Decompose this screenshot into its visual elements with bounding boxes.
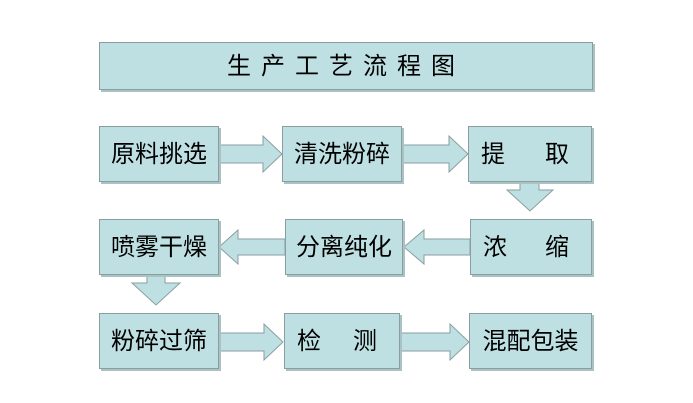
arrow-separate-to-spray (218, 228, 286, 266)
step-inspect-char-1: 检 (297, 327, 321, 355)
arrow-spray-to-crush (130, 275, 182, 306)
step-concentrate-char-1: 浓 (483, 233, 507, 261)
arrow-raw-to-wash (219, 134, 283, 174)
step-inspect: 检 测 (284, 313, 400, 369)
arrow-concentrate-to-separate (403, 228, 471, 266)
arrow-inspect-to-mix (399, 322, 470, 362)
step-separate-purify: 分离纯化 (285, 219, 403, 275)
step-crush-sieve: 粉碎过筛 (99, 313, 219, 369)
step-extract-char-2: 取 (545, 140, 569, 168)
step-concentrate: 浓 缩 (470, 219, 592, 275)
arrow-wash-to-extract (402, 134, 469, 174)
step-extract-char-1: 提 (481, 140, 505, 168)
diagram-title: 生产工艺流程图 (99, 42, 593, 90)
step-wash-crush: 清洗粉碎 (282, 126, 402, 182)
arrow-extract-to-concentrate (505, 182, 555, 212)
step-concentrate-char-2: 缩 (545, 233, 569, 261)
step-mix-pack: 混配包装 (469, 313, 592, 369)
step-spray-dry: 喷雾干燥 (99, 219, 219, 275)
step-raw-select: 原料挑选 (99, 126, 219, 182)
arrow-crush-to-inspect (218, 322, 284, 362)
step-inspect-char-2: 测 (353, 327, 377, 355)
step-extract: 提 取 (468, 126, 592, 182)
